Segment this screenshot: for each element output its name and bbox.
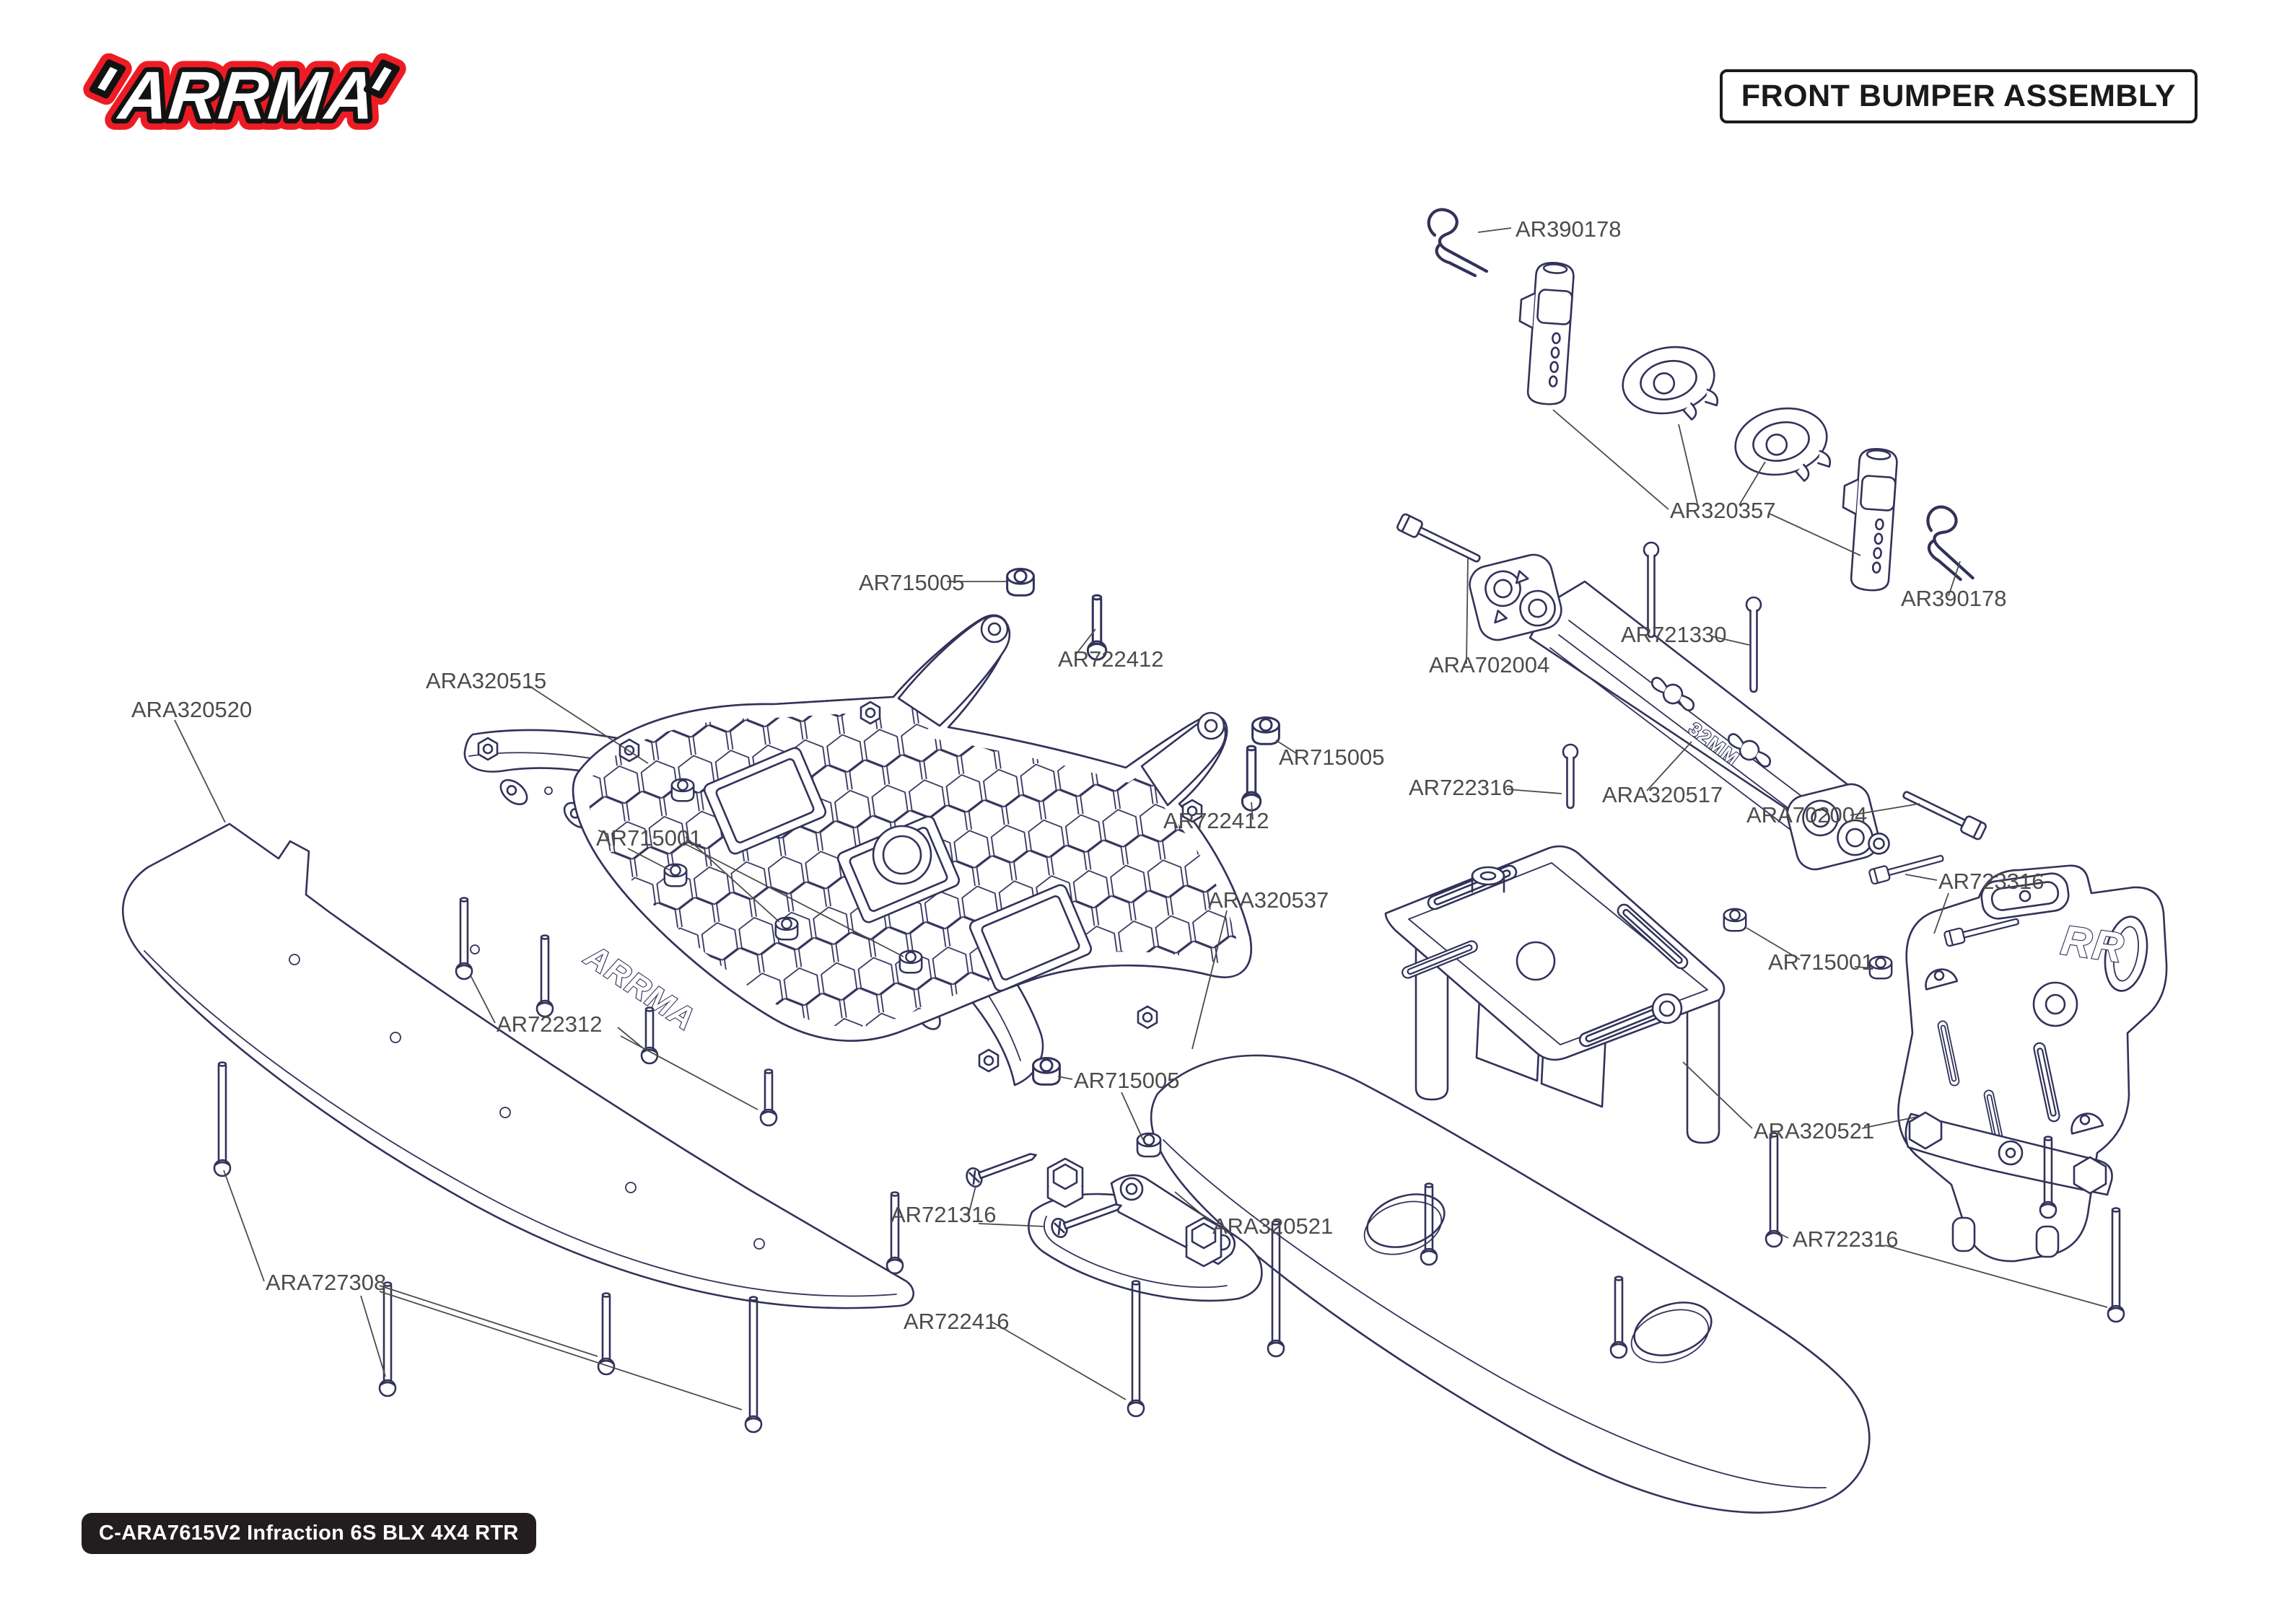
part-foam-bumper: [1150, 1054, 1871, 1514]
part-body-mount-1: [1615, 338, 1724, 434]
leader-line-ar722316-mid: [1506, 789, 1562, 794]
part-label-ara320520: ARA320520: [131, 697, 252, 722]
leader-line-ar320357: [1739, 461, 1766, 506]
leader-line-ar715005-2: [1275, 739, 1297, 754]
part-label-ar722416: AR722416: [904, 1309, 1010, 1334]
part-body-post-right: [1836, 446, 1899, 593]
leader-line-ara702004-right: [1850, 803, 1920, 816]
part-label-ar721330: AR721330: [1621, 622, 1727, 647]
leader-line-ara727308: [379, 1285, 598, 1357]
model-badge: C-ARA7615V2 Infraction 6S BLX 4X4 RTR: [82, 1513, 536, 1554]
part-label-ara320515: ARA320515: [426, 668, 546, 693]
leader-line-ar722312: [617, 1027, 643, 1048]
part-label-ara727308: ARA727308: [266, 1270, 386, 1295]
part-label-ara702004-left: ARA702004: [1429, 652, 1549, 677]
part-label-ar722312: AR722312: [497, 1011, 603, 1037]
part-body-clip-right: [1915, 504, 1987, 582]
part-label-ar715005-1: AR715005: [859, 570, 965, 595]
leader-line-ar722412-2: [1251, 802, 1254, 820]
leader-line-ar320357: [1552, 409, 1669, 510]
part-label-ara320537: ARA320537: [1208, 887, 1329, 913]
leader-line-ara702004-left: [1466, 558, 1469, 664]
leader-line-ar715001-left: [685, 843, 904, 957]
leader-line-ar390178-right: [1948, 561, 1961, 597]
part-label-ar721316: AR721316: [891, 1202, 997, 1227]
leader-line-ar715005-3: [1057, 1076, 1073, 1080]
leader-line-ara320537: [1191, 910, 1228, 1050]
leader-line-ar320357: [1769, 513, 1861, 556]
leader-line-ar715005-3: [1121, 1092, 1144, 1141]
logo-outline-red: ARRMA: [115, 58, 380, 133]
logo-outline-black: ARRMA: [115, 58, 380, 133]
leader-line-ara320520: [174, 719, 226, 823]
part-body-clip-top: [1429, 210, 1487, 276]
leader-line-ar721316: [968, 1185, 976, 1216]
part-labels-layer: AR390178AR320357AR390178AR721330ARA70200…: [131, 216, 2108, 1410]
leader-line-ar722316-bottom: [1884, 1245, 2108, 1308]
arrma-logo: ARRMA ARRMA ARRMA: [83, 53, 406, 143]
leader-line-ar722412-1: [1075, 628, 1096, 656]
part-label-ar715005-3: AR715005: [1074, 1068, 1180, 1093]
leader-line-ar723316: [1905, 874, 1938, 881]
leader-line-ara727308: [360, 1295, 386, 1377]
part-skid-plate: RR: [1897, 864, 2168, 1263]
part-body-post-left: [1513, 260, 1575, 407]
leader-line-ar715001-left: [685, 836, 780, 923]
part-body-mount-2: [1728, 399, 1837, 495]
part-label-ara320517: ARA320517: [1602, 782, 1723, 807]
leader-line-ara727308: [223, 1169, 265, 1282]
part-label-ar722412-2: AR722412: [1163, 808, 1269, 833]
leader-line-ar721330: [1711, 636, 1750, 646]
part-splitter-plate: [121, 822, 914, 1309]
leader-line-ar715001-left: [627, 848, 670, 871]
leader-line-ara727308: [379, 1291, 743, 1410]
part-label-ar390178-top: AR390178: [1516, 216, 1622, 242]
skid-emboss-text: RR: [2058, 917, 2127, 973]
part-upper-diamond-brace: [1384, 845, 1726, 1144]
leader-line-ar721316: [978, 1223, 1046, 1227]
part-label-ar715001-right: AR715001: [1768, 949, 1874, 975]
part-label-ar722316-mid: AR722316: [1409, 775, 1515, 800]
leader-line-ara320517: [1646, 741, 1692, 791]
leader-line-ar722416: [991, 1321, 1127, 1400]
part-screw-ar722316-mid: [1562, 743, 1579, 809]
part-label-ar723316: AR723316: [1938, 869, 2045, 894]
leader-line-ar722312: [620, 1035, 758, 1110]
leader-line-ar722312: [470, 975, 496, 1024]
leader-line-ar715001-right: [1746, 927, 1801, 960]
leader-line-ar722316-bottom: [1779, 1233, 1789, 1239]
leader-line-ara320521-center: [1174, 1191, 1212, 1223]
part-label-ar320357: AR320357: [1670, 498, 1776, 523]
part-label-ar722316-bottom: AR722316: [1793, 1226, 1899, 1252]
logo-text: ARRMA: [115, 58, 380, 133]
leader-line-ar723316: [1933, 892, 1949, 934]
part-label-ar715005-2: AR715005: [1279, 745, 1385, 770]
page-title: FRONT BUMPER ASSEMBLY: [1719, 69, 2198, 123]
leader-line-ar715001-right: [1854, 966, 1874, 969]
part-label-ar715001-left: AR715001: [596, 825, 702, 851]
leader-line-ara320521-right: [1861, 1116, 1917, 1129]
part-label-ar722412-1: AR722412: [1058, 646, 1164, 672]
part-label-ara320521-center: ARA320521: [1212, 1213, 1333, 1239]
leader-line-ar390178-top: [1477, 227, 1512, 233]
leader-line-ar320357: [1678, 423, 1698, 504]
part-label-ar390178-right: AR390178: [1901, 586, 2007, 611]
leader-line-ara320515: [528, 685, 649, 764]
leader-line-ara320521-right: [1682, 1061, 1753, 1129]
part-label-ara320521-right: ARA320521: [1754, 1118, 1874, 1144]
part-body-mount-brace: 32MM: [1469, 553, 1890, 871]
part-label-ara702004-right: ARA702004: [1746, 802, 1867, 828]
